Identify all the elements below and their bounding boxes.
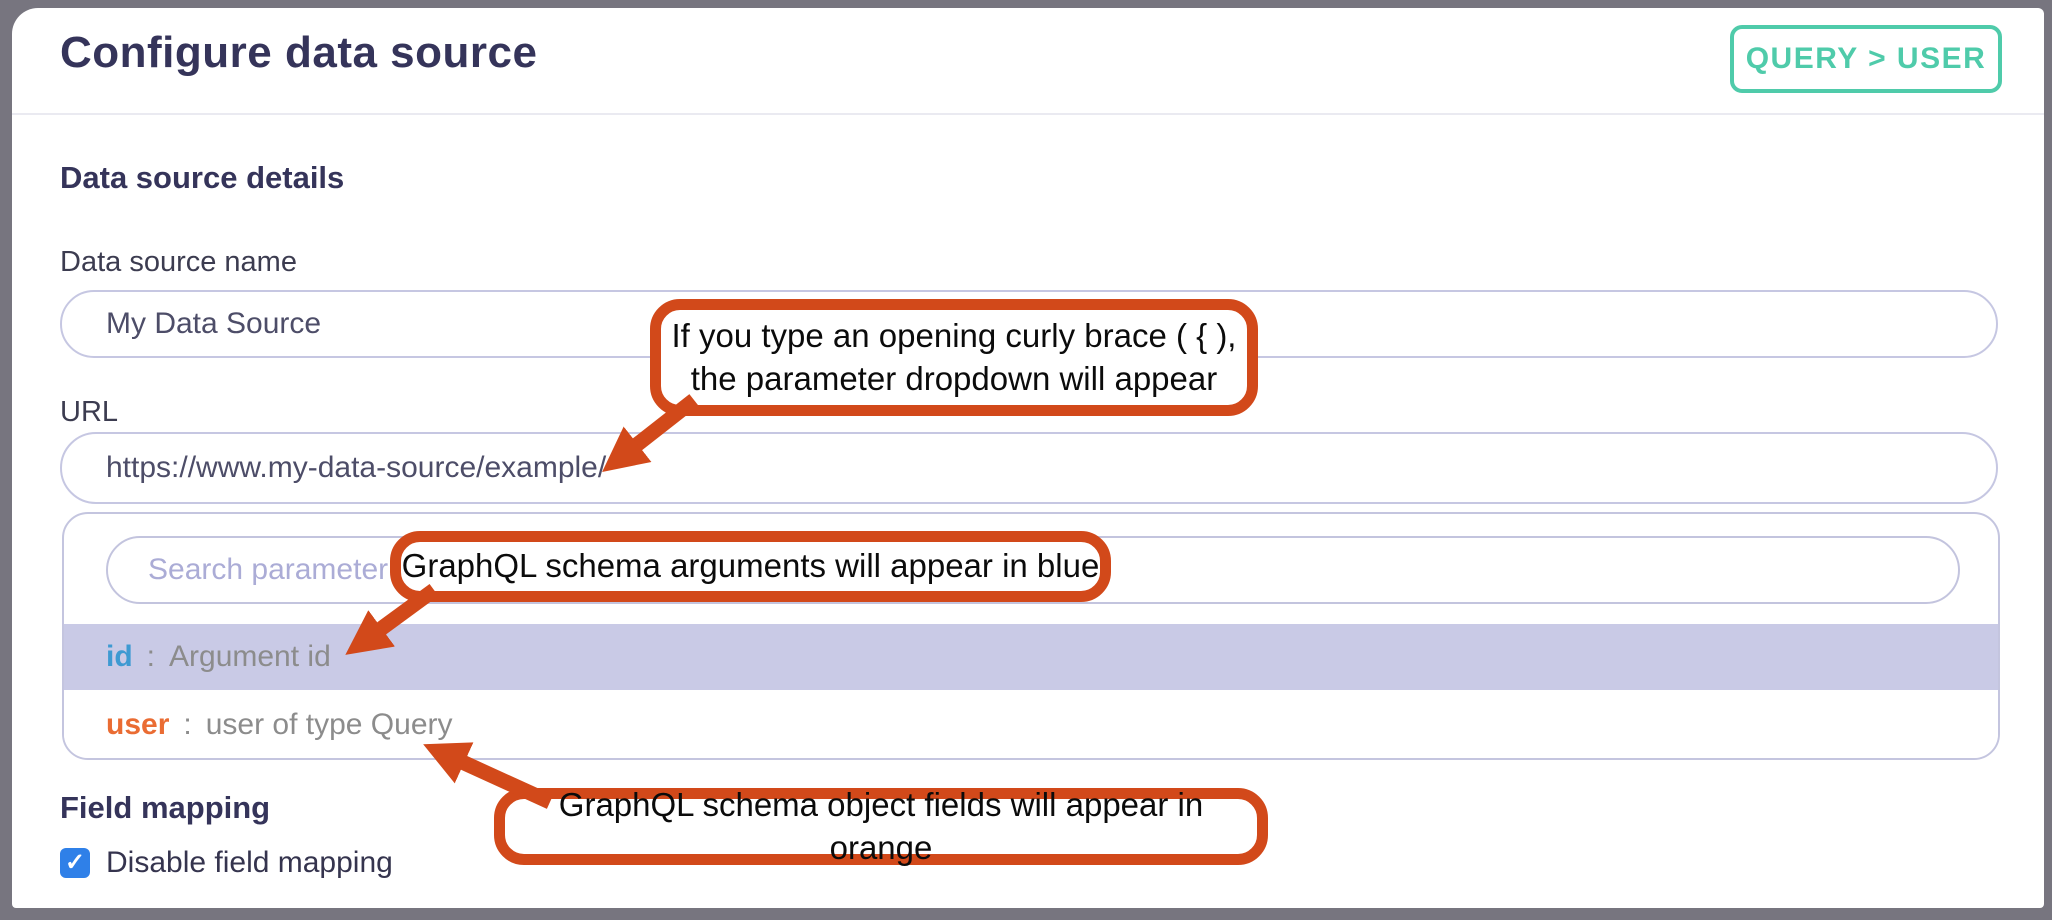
query-user-badge[interactable]: QUERY > USER: [1730, 25, 2002, 93]
argument-name: id: [106, 640, 133, 673]
separator: :: [183, 708, 192, 741]
dropdown-item-id[interactable]: id : Argument id: [64, 624, 1998, 690]
annotation-callout-fields-orange: GraphQL schema object fields will appear…: [494, 786, 1268, 866]
disable-field-mapping-checkbox[interactable]: ✓: [60, 848, 90, 878]
configure-data-source-panel: Configure data source QUERY > USER Data …: [12, 8, 2044, 908]
checkmark-icon: ✓: [64, 849, 86, 876]
annotation-text-line: If you type an opening curly brace ( { )…: [671, 316, 1237, 354]
argument-description: Argument id: [169, 640, 331, 673]
annotation-callout-arguments-blue: GraphQL schema arguments will appear in …: [390, 531, 1111, 602]
separator: :: [146, 640, 156, 673]
disable-field-mapping-row: ✓ Disable field mapping: [60, 846, 393, 880]
annotation-text-line: GraphQL schema arguments will appear in …: [401, 547, 1100, 585]
annotation-text-line: the parameter dropdown will appear: [690, 359, 1218, 397]
url-label: URL: [60, 396, 119, 428]
section-title-field-mapping: Field mapping: [60, 790, 271, 825]
page-title: Configure data source: [60, 28, 538, 77]
annotation-text-line: GraphQL schema object fields will appear…: [558, 785, 1204, 866]
field-description: user of type Query: [205, 708, 453, 741]
url-input[interactable]: [60, 432, 1998, 504]
disable-field-mapping-label: Disable field mapping: [106, 846, 393, 879]
section-title-data-source-details: Data source details: [60, 160, 345, 195]
annotation-callout-curly-brace: If you type an opening curly brace ( { )…: [650, 299, 1258, 416]
data-source-name-label: Data source name: [60, 246, 297, 278]
field-name: user: [106, 708, 170, 741]
header-divider: [12, 113, 2044, 115]
dropdown-item-user[interactable]: user : user of type Query: [64, 690, 1998, 758]
